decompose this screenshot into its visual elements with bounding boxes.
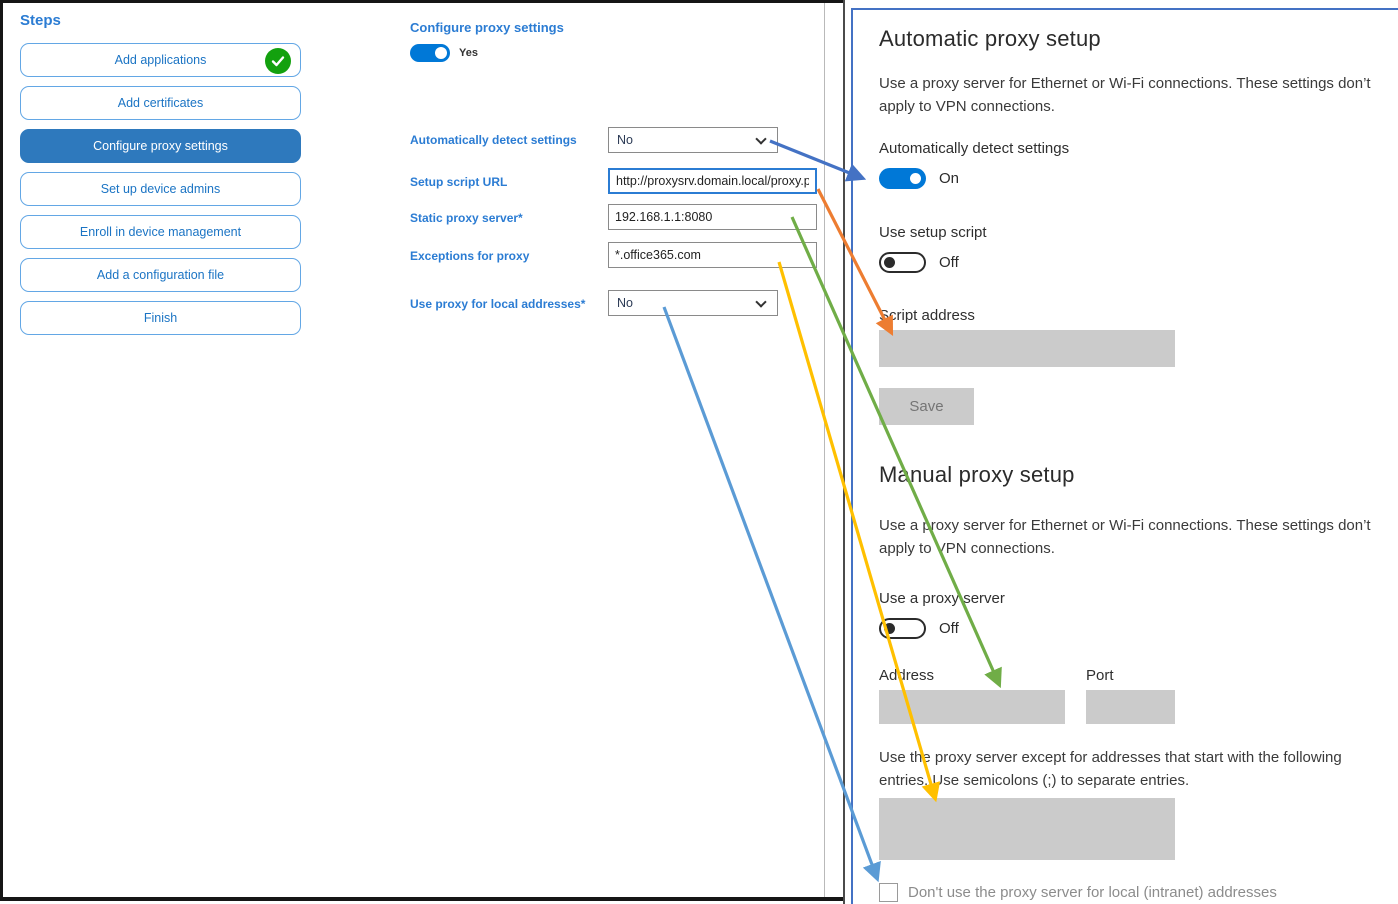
port-input[interactable] — [1086, 690, 1175, 724]
step-label: Add a configuration file — [96, 268, 225, 282]
content-divider — [824, 3, 825, 897]
setup-script-url-label: Setup script URL — [410, 175, 508, 189]
step-enroll-in-device-management[interactable]: Enroll in device management — [20, 215, 301, 249]
step-label: Configure proxy settings — [93, 139, 228, 153]
use-proxy-server-label: Use a proxy server — [879, 590, 1005, 607]
detect-settings-toggle[interactable] — [879, 168, 926, 189]
configure-proxy-toggle-state: Yes — [459, 47, 478, 59]
use-proxy-server-state: Off — [939, 620, 959, 637]
check-icon — [271, 56, 285, 67]
automatic-proxy-description: Use a proxy server for Ethernet or Wi-Fi… — [879, 75, 1371, 116]
window-frame-top — [0, 0, 845, 3]
address-label: Address — [879, 667, 935, 684]
step-finish[interactable]: Finish — [20, 301, 301, 335]
save-button[interactable]: Save — [879, 388, 974, 425]
use-proxy-local-addresses-select[interactable]: No — [608, 290, 778, 316]
select-value: No — [617, 296, 633, 310]
completed-badge — [265, 48, 291, 74]
toggle-knob — [910, 173, 921, 184]
exceptions-for-proxy-input[interactable] — [608, 242, 817, 268]
toggle-knob — [435, 47, 447, 59]
exceptions-for-proxy-label: Exceptions for proxy — [410, 249, 530, 263]
steps-panel-title: Steps — [20, 12, 61, 29]
windows-proxy-settings-panel: Automatic proxy setup Use a proxy server… — [851, 8, 1398, 904]
arrow-local-addresses — [662, 306, 881, 883]
use-setup-script-state: Off — [939, 254, 959, 271]
step-set-up-device-admins[interactable]: Set up device admins — [20, 172, 301, 206]
proxy-exceptions-textarea[interactable] — [879, 798, 1175, 860]
detect-settings-label: Automatically detect settings — [879, 140, 1070, 157]
toggle-knob — [884, 257, 895, 268]
step-label: Add certificates — [117, 96, 204, 110]
address-input[interactable] — [879, 690, 1065, 724]
step-add-applications[interactable]: Add applications — [20, 43, 301, 77]
chevron-down-icon — [755, 296, 767, 308]
automatic-proxy-setup-heading: Automatic proxy setup — [879, 26, 1101, 51]
script-address-input[interactable] — [879, 330, 1175, 367]
step-label: Set up device admins — [100, 182, 221, 196]
local-intranet-checkbox[interactable] — [879, 883, 898, 902]
window-frame-left — [0, 0, 3, 901]
step-label: Finish — [143, 311, 178, 325]
static-proxy-server-label: Static proxy server* — [410, 211, 523, 225]
use-setup-script-toggle[interactable] — [879, 252, 926, 273]
manual-proxy-description: Use a proxy server for Ethernet or Wi-Fi… — [879, 517, 1371, 558]
step-label: Enroll in device management — [79, 225, 242, 239]
step-add-certificates[interactable]: Add certificates — [20, 86, 301, 120]
use-proxy-local-addresses-label: Use proxy for local addresses* — [410, 297, 586, 311]
window-frame-bottom — [0, 897, 845, 901]
script-address-label: Script address — [879, 307, 975, 324]
automatically-detect-settings-select[interactable]: No — [608, 127, 778, 153]
port-label: Port — [1086, 667, 1114, 684]
proxy-exceptions-description: Use the proxy server except for addresse… — [879, 749, 1342, 790]
toggle-knob — [884, 623, 895, 634]
local-intranet-checkbox-label: Don't use the proxy server for local (in… — [908, 884, 1277, 901]
step-add-a-configuration-file[interactable]: Add a configuration file — [20, 258, 301, 292]
steps-list: Add applications Add certificates Config… — [20, 43, 301, 335]
step-configure-proxy-settings[interactable]: Configure proxy settings — [20, 129, 301, 163]
manual-proxy-setup-heading: Manual proxy setup — [879, 462, 1075, 487]
panel-divider — [843, 0, 845, 904]
static-proxy-server-input[interactable] — [608, 204, 817, 230]
use-setup-script-label: Use setup script — [879, 224, 987, 241]
detect-settings-state: On — [939, 170, 960, 187]
step-label: Add applications — [114, 53, 207, 67]
form-title: Configure proxy settings — [410, 20, 564, 35]
select-value: No — [617, 133, 633, 147]
chevron-down-icon — [755, 133, 767, 145]
use-proxy-server-toggle[interactable] — [879, 618, 926, 639]
setup-script-url-input[interactable] — [608, 168, 817, 194]
automatically-detect-settings-label: Automatically detect settings — [410, 133, 577, 147]
configure-proxy-toggle[interactable] — [410, 44, 450, 62]
